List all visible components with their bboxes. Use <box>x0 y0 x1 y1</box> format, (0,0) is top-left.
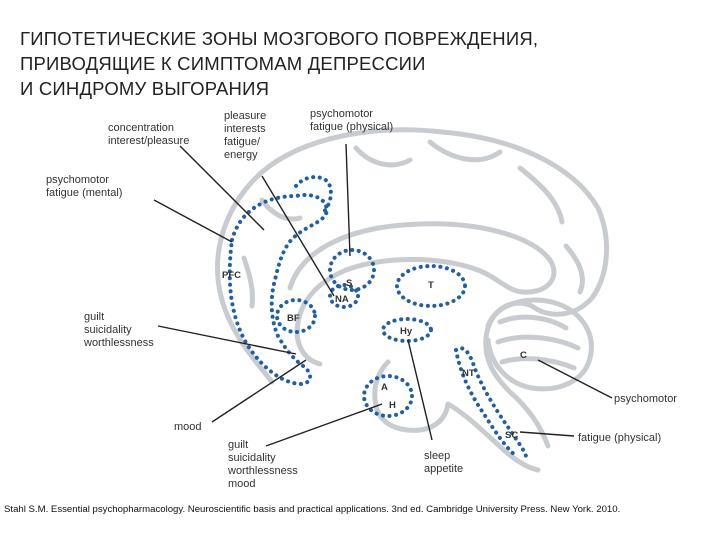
label-guilt-left: guilt suicidality worthlessness <box>83 311 154 349</box>
cerebellum-fold-2 <box>495 334 581 351</box>
dotted-regions <box>227 175 528 458</box>
cortex-gyrus-1 <box>427 139 503 163</box>
label-pleasure: pleasure interests fatigue/ energy <box>224 110 269 161</box>
pointer-psychomotor-mental <box>153 199 233 243</box>
pfc-label: PFC <box>222 270 241 281</box>
s-region <box>328 248 376 292</box>
pointer-guilt-bottom <box>265 403 383 447</box>
cerebellum-outline <box>485 297 594 392</box>
t-region <box>395 264 467 308</box>
label-psychomotor-mental: psychomotor fatigue (mental) <box>46 174 122 199</box>
na-label: NA <box>335 294 349 305</box>
title-line-2: ПРИВОДЯЩИЕ К СИМПТОМАМ ДЕПРЕССИИ <box>20 53 426 74</box>
cortex-gyrus-4 <box>563 243 585 295</box>
cortex-gyrus-6 <box>241 255 255 309</box>
callout-labels: concentration interest/pleasure pleasure… <box>46 108 677 490</box>
sc-label: SC <box>505 430 518 441</box>
c-label: C <box>520 350 527 361</box>
label-psychomotor-right: psychomotor <box>614 393 677 405</box>
s-label: S <box>346 278 352 289</box>
label-sleep: sleep appetite <box>424 450 463 475</box>
hy-label: Hy <box>400 326 413 337</box>
h-label: H <box>389 400 396 411</box>
cortex-outline <box>215 127 610 449</box>
label-mood-left: mood <box>174 421 202 433</box>
title-line-3: И СИНДРОМУ ВЫГОРАНИЯ <box>20 78 270 99</box>
t-label: T <box>428 280 434 291</box>
pointer-psychomotor-right <box>537 359 613 399</box>
label-concentration: concentration interest/pleasure <box>108 122 189 147</box>
cortex-gyrus-5 <box>259 197 303 222</box>
hy-region <box>381 317 433 343</box>
bf-label: BF <box>287 313 300 324</box>
frontal-cap-dotted-region <box>294 175 333 216</box>
pointer-pleasure <box>261 175 335 297</box>
a-label: A <box>381 382 388 393</box>
pointer-mood-left <box>211 359 307 423</box>
spinal-dotted-region <box>454 346 528 458</box>
bf-region <box>275 298 317 334</box>
label-psychomotor-physical-top: psychomotor fatigue (physical) <box>310 108 393 133</box>
cortex-gyrus-2 <box>517 165 565 225</box>
pointer-lines <box>153 143 613 447</box>
pointer-sleep <box>407 339 433 441</box>
pointer-fatigue-right <box>519 431 575 437</box>
a-region <box>362 374 414 418</box>
brainstem-outline <box>372 359 541 473</box>
pointer-concentration <box>179 145 265 231</box>
cerebellum-fold-1 <box>497 314 569 331</box>
cerebellum-fold-3 <box>499 356 577 371</box>
title-line-1: ГИПОТЕТИЧЕСКИЕ ЗОНЫ МОЗГОВОГО ПОВРЕЖДЕНИ… <box>20 28 539 49</box>
pointer-guilt-left <box>157 325 297 355</box>
cortex-gyrus-3 <box>353 145 413 168</box>
nt-label: NT <box>462 368 475 379</box>
citation: Stahl S.M. Essential psychopharmacology.… <box>4 504 621 515</box>
brain-outline <box>215 127 610 473</box>
label-guilt-bottom: guilt suicidality worthlessness mood <box>227 439 301 490</box>
na-region <box>328 283 360 309</box>
region-letters: PFC BF S NA T Hy C NT A H SC <box>222 270 527 441</box>
label-fatigue-right: fatigue (physical) <box>578 432 661 444</box>
slide-title: ГИПОТЕТИЧЕСКИЕ ЗОНЫ МОЗГОВОГО ПОВРЕЖДЕНИ… <box>20 26 680 101</box>
pointer-psychomotor-top <box>345 143 351 257</box>
